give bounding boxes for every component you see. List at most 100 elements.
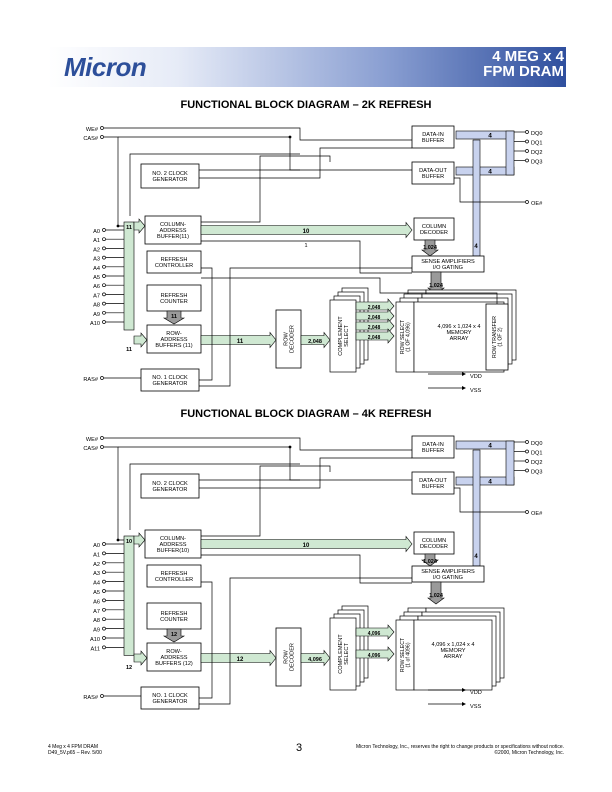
column-one-label: 1 [304,243,307,249]
complement-count-3: 2,048 [368,335,381,341]
column-msb-wire [201,240,412,274]
row-decoder-count: 4,096 [308,657,322,663]
vdd-label: VDD [470,690,482,696]
complement-bus-0 [355,298,395,314]
row-bus-count: 12 [237,657,244,663]
clock1-to-sense [199,267,412,387]
clock2-to-datain [199,147,412,179]
complement-count-1: 2,048 [368,315,381,321]
row-decoder-count: 2,048 [308,339,322,345]
column-bus-count: 10 [303,229,310,235]
address-in-count: 10 [126,539,132,545]
address-pin-0 [102,228,106,232]
row-transfer-label: ROW TRANSFER(1 OF 2) [492,316,504,358]
colbus-count: 1,024 [423,559,438,565]
address-vertical-bus [123,221,135,331]
row-decoder-label: ROWDECODER [283,325,295,353]
vss-label: VSS [470,388,481,394]
we-wire [104,437,412,451]
refresh-counter [146,602,202,630]
complement-bus-2 [355,318,395,334]
address-pin-label-6: A6 [93,599,100,605]
address-pin-3 [102,255,106,260]
address-pin-6 [102,283,106,288]
io-bus [472,449,481,567]
dq-in-count: 4 [488,132,492,139]
dq-pin-label-0: DQ0 [531,441,543,447]
row-select-label: ROW SELECT(1 of 4096) [400,637,412,672]
address-pin-label-6: A6 [93,284,100,290]
address-pin-label-0: A0 [93,229,100,235]
address-pin-2 [102,560,106,565]
sense-count: 1,024 [429,593,444,599]
footer-doc-title: 4 Meg x 4 FPM DRAM [48,744,99,750]
dq-out-count: 4 [488,168,492,175]
clock1-to-sense [199,577,412,705]
ras-pin [100,694,104,698]
address-pin-label-0: A0 [93,543,100,549]
address-row-count: 12 [126,665,132,671]
column-msb-wire [201,554,412,584]
dq-pin-label-2: DQ2 [531,460,543,466]
row-address-buffers [146,324,202,354]
column-address-bus [200,221,413,239]
clock1-to-refresh [199,267,213,381]
address-pin-label-10: A10 [90,321,100,327]
address-pin-label-8: A8 [93,303,100,309]
address-pin-1 [102,237,106,242]
address-pin-label-7: A7 [93,293,100,299]
dq-pin-2 [525,459,529,463]
diagram-4k-title: FUNCTIONAL BLOCK DIAGRAM – 4K REFRESH [180,408,432,420]
cas-wire [104,136,145,227]
address-pin-label-2: A2 [93,562,100,568]
cas-junction [116,224,120,228]
footer-left: 4 Meg x 4 FPM DRAM D49_5V.p65 – Rev. 5/0… [48,744,102,756]
oe-wire [454,487,525,513]
dq-in-bus [455,440,515,450]
complement-count-0: 2,048 [368,305,381,311]
sense-amplifiers [411,565,485,583]
ras-pin [100,376,104,380]
address-pin-label-5: A5 [93,275,100,281]
address-pin-label-5: A5 [93,590,100,596]
address-pin-label-3: A3 [93,257,100,263]
complement-bus-1 [355,308,395,324]
io-count: 4 [474,554,478,560]
complement-select-label: COMPLEMENTSELECT [338,634,350,674]
dq-pin-label-2: DQ2 [531,150,543,156]
row-bus-count: 11 [237,339,244,345]
oe-pin [525,510,529,514]
address-pin-3 [102,570,106,575]
cas-to-out-wire [118,136,412,171]
address-pin-label-3: A3 [93,571,100,577]
dq-in-bus [455,130,515,140]
clock1-to-refresh [199,581,213,699]
dq-out-bus [455,476,515,486]
address-pin-11 [102,645,106,650]
dq-out-bus [455,166,515,176]
dq-pin-label-1: DQ1 [531,140,543,146]
row-transfer-wire [201,277,498,304]
dq-pin-1 [525,139,529,144]
we-pin [100,436,104,440]
col-to-dataout-wire [201,465,331,537]
address-pin-label-8: A8 [93,618,100,624]
vss-label: VSS [470,704,481,710]
refresh-count-arrow [162,310,186,325]
refresh-controller [146,250,202,274]
address-pin-label-9: A9 [93,628,100,634]
we-pin-label: WE# [86,127,99,133]
complement-bus-3 [355,328,395,344]
